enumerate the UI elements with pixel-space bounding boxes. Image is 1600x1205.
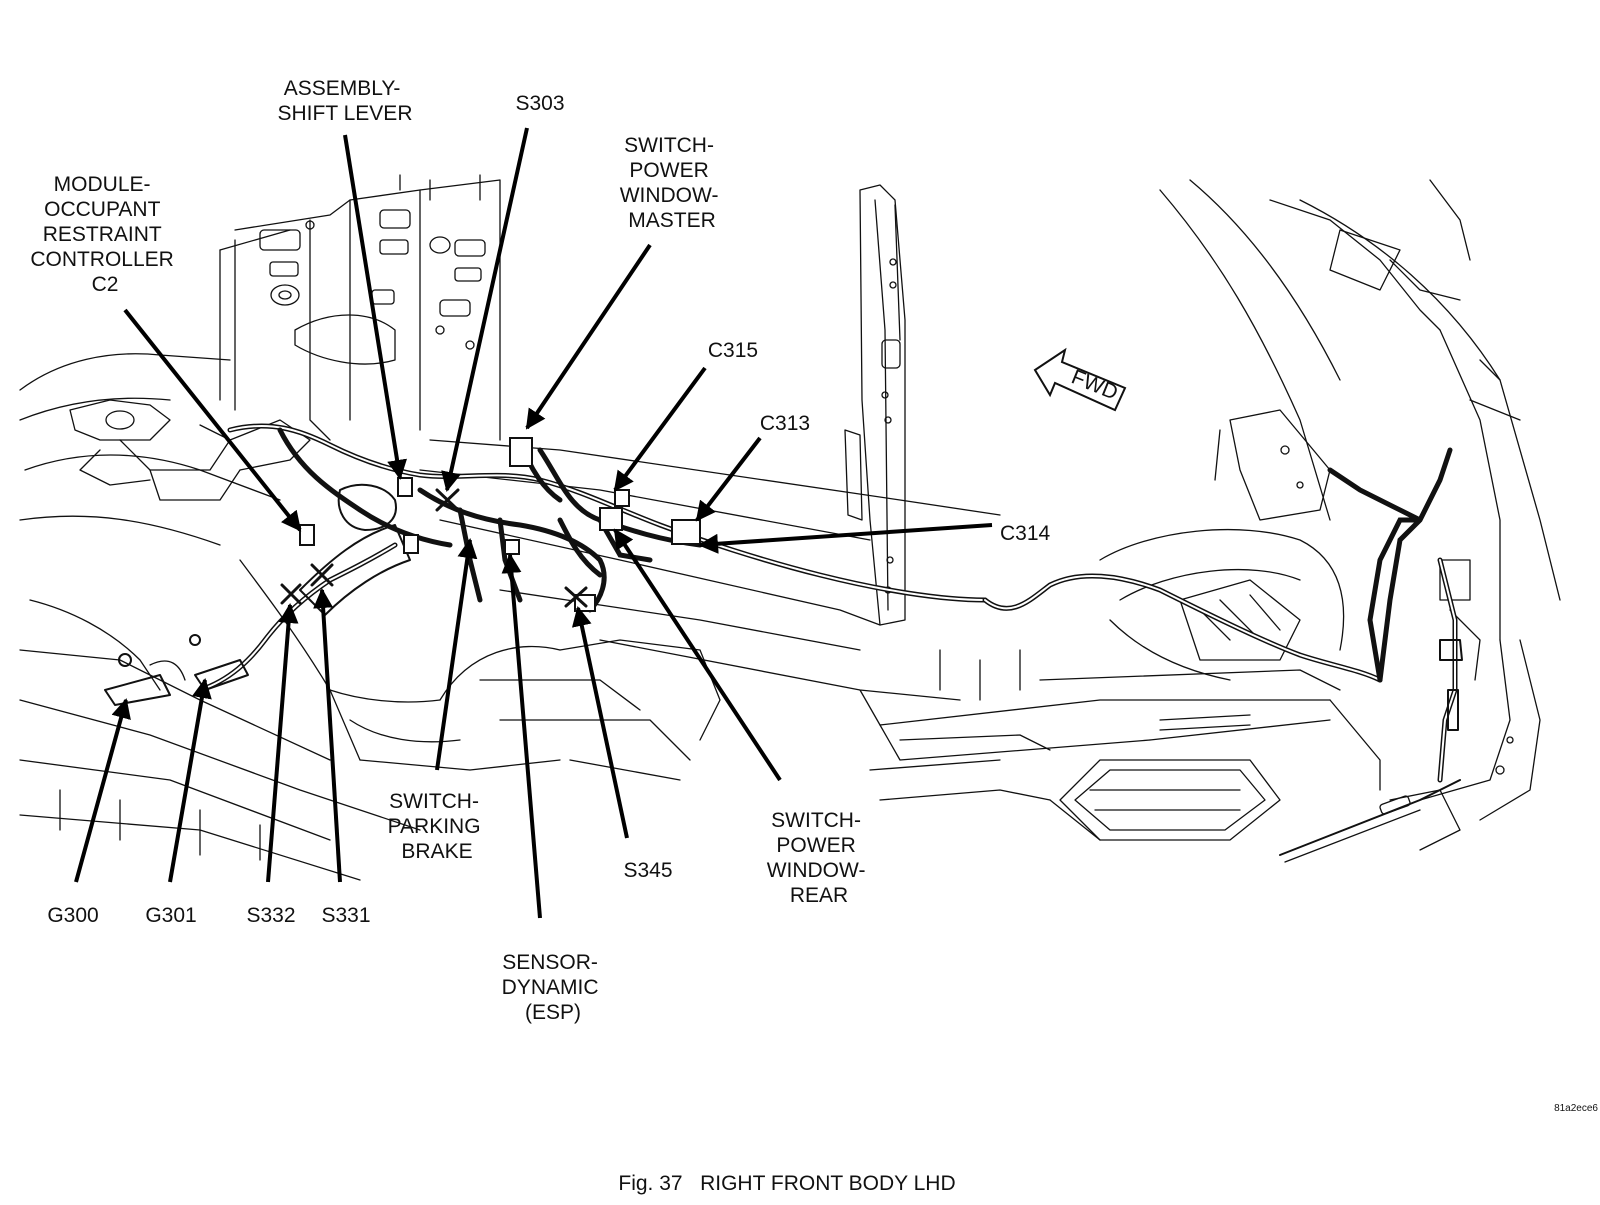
figure-code: 81a2ece6 <box>1554 1103 1598 1114</box>
label-pw-rear: SWITCH- POWER WINDOW- REAR <box>767 809 872 907</box>
fwd-arrow: FWD <box>1033 347 1127 412</box>
leader-s332 <box>266 603 299 883</box>
connector-parking-brake <box>403 534 419 554</box>
callout-labels: MODULE- OCCUPANT RESTRAINT CONTROLLER C2… <box>30 77 1050 1024</box>
label-pw-master: SWITCH- POWER WINDOW- MASTER <box>620 134 725 232</box>
connector-c314 <box>599 507 623 531</box>
leader-c314 <box>698 523 993 554</box>
label-s303: S303 <box>515 92 564 115</box>
label-s332: S332 <box>246 904 295 927</box>
label-module-orc: MODULE- OCCUPANT RESTRAINT CONTROLLER C2 <box>30 173 179 296</box>
leader-shift-lever <box>343 134 408 480</box>
leader-c315 <box>613 366 707 492</box>
vehicle-body-illustration: FWD <box>19 174 1561 881</box>
label-shift-lever: ASSEMBLY- SHIFT LEVER <box>278 77 413 125</box>
connector-orc-c2 <box>299 524 315 546</box>
leader-g301 <box>168 678 212 883</box>
label-g301: G301 <box>145 904 196 927</box>
wiring-harness <box>104 423 1463 783</box>
label-c313: C313 <box>760 412 810 435</box>
splice-marks <box>280 488 588 608</box>
connector-esp-sensor <box>504 539 520 555</box>
label-esp-sensor: SENSOR- DYNAMIC (ESP) <box>502 951 605 1024</box>
label-parking-brake: SWITCH- PARKING BRAKE <box>388 790 487 863</box>
leader-pw-master <box>525 243 652 430</box>
label-c314: C314 <box>1000 522 1051 545</box>
leader-s331 <box>313 588 342 883</box>
connector-c315 <box>614 489 630 507</box>
leader-g300 <box>74 698 131 883</box>
figure-caption: Fig. 37 RIGHT FRONT BODY LHD <box>618 1172 955 1195</box>
leader-s303 <box>441 127 529 492</box>
leader-c313 <box>695 436 762 522</box>
label-s331: S331 <box>321 904 370 927</box>
connector-shift-lever <box>397 477 413 497</box>
label-g300: G300 <box>47 904 98 927</box>
label-c315: C315 <box>708 339 758 362</box>
leader-esp-sensor <box>501 553 542 919</box>
leader-s345 <box>571 606 629 839</box>
leader-parking-brake <box>435 538 478 771</box>
connector-pw-master <box>509 437 533 467</box>
connector-c313 <box>671 519 701 545</box>
callout-leaders <box>74 127 993 919</box>
leader-module-orc <box>123 308 302 532</box>
label-s345: S345 <box>623 859 672 882</box>
leader-pw-rear <box>613 528 782 782</box>
